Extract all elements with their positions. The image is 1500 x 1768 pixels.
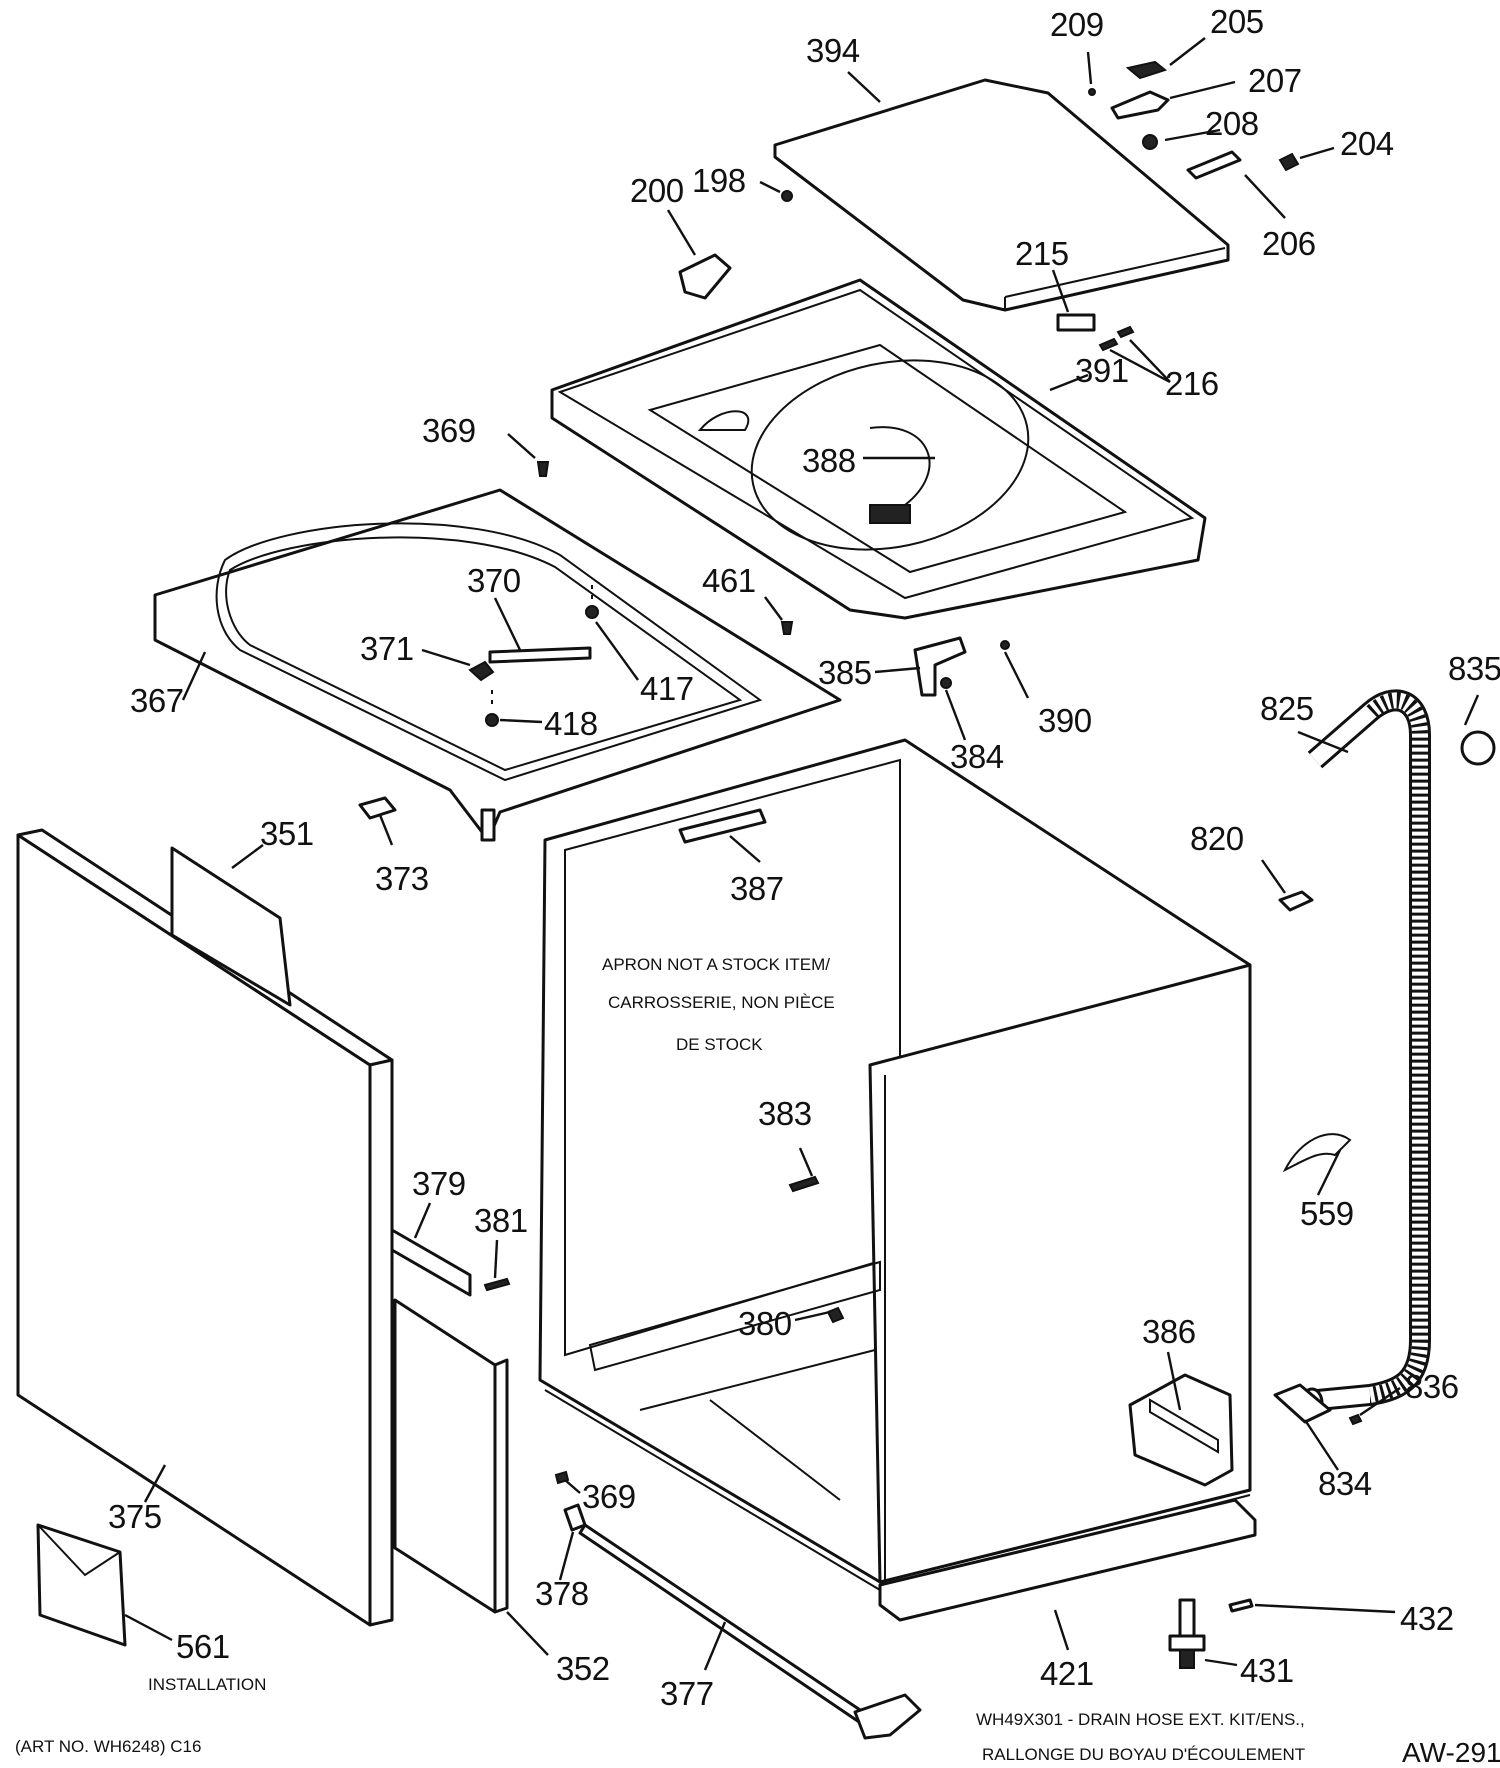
lower-panel-part-352: [393, 1298, 509, 1614]
screw-part-381: [483, 1277, 511, 1292]
screw-part-836: [1348, 1413, 1363, 1426]
clip-part-373: [358, 796, 397, 820]
label-385: 385: [818, 654, 872, 691]
label-380: 380: [738, 1305, 792, 1342]
label-216: 216: [1165, 365, 1219, 402]
label-386: 386: [1142, 1313, 1196, 1350]
clip-part-380: [826, 1306, 845, 1324]
label-207: 207: [1248, 62, 1302, 99]
label-200: 200: [630, 172, 684, 209]
label-835: 835: [1448, 650, 1500, 687]
label-559: 559: [1300, 1195, 1354, 1232]
leader-lines: [124, 37, 1480, 1671]
lid-part-394: [773, 78, 1230, 312]
label-388: 388: [802, 442, 856, 479]
label-834: 834: [1318, 1465, 1372, 1502]
label-377: 377: [660, 1675, 714, 1712]
label-384: 384: [950, 738, 1004, 775]
label-215: 215: [1015, 235, 1069, 272]
label-461: 461: [702, 562, 756, 599]
pin-part-432: [1228, 1598, 1254, 1613]
clip-part-383: [788, 1175, 820, 1193]
figure-code: AW-291: [1402, 1737, 1500, 1768]
strap-part-559: [1282, 1133, 1352, 1173]
leg-part-431: [1168, 1598, 1206, 1669]
label-379: 379: [412, 1165, 466, 1202]
label-390: 390: [1038, 702, 1092, 739]
lid-switch-part-215: [1056, 313, 1096, 332]
label-209: 209: [1050, 6, 1104, 43]
center-hardware-parts: [468, 585, 599, 727]
panel-part-351: [170, 846, 292, 1007]
label-387: 387: [730, 870, 784, 907]
kit-note-line-2: RALLONGE DU BOYAU D'ÉCOULEMENT: [982, 1745, 1305, 1764]
label-369-bottom: 369: [582, 1478, 636, 1515]
hose-clamp-part-835: [1460, 730, 1496, 766]
screws-part-216: [1098, 325, 1135, 352]
label-367: 367: [130, 682, 184, 719]
label-206: 206: [1262, 225, 1316, 262]
label-418: 418: [544, 705, 598, 742]
label-431: 431: [1240, 1652, 1294, 1689]
bracket-part-387: [678, 808, 767, 844]
installation-sheet-part-561: [36, 1523, 127, 1647]
label-352: 352: [556, 1650, 610, 1687]
part-labels: 394 209 205 207 208 204 206 200 198 215 …: [108, 3, 1500, 1712]
apron-note-line-1: APRON NOT A STOCK ITEM/: [602, 955, 830, 974]
kit-note-line-1: WH49X301 - DRAIN HOSE EXT. KIT/ENS.,: [976, 1710, 1305, 1729]
label-204: 204: [1340, 125, 1394, 162]
label-383: 383: [758, 1095, 812, 1132]
label-369-top: 369: [422, 412, 476, 449]
panel-rail-386: [1149, 1398, 1219, 1454]
label-205: 205: [1210, 3, 1264, 40]
label-432: 432: [1400, 1600, 1454, 1637]
drain-hose-part-825: [1300, 689, 1431, 1419]
lid-hinge-parts: [781, 60, 1300, 202]
label-417: 417: [640, 670, 694, 707]
label-391: 391: [1075, 352, 1129, 389]
screw-part-461: [780, 621, 794, 635]
lid-bumper-part-200: [678, 253, 732, 300]
apron-note-line-3: DE STOCK: [676, 1035, 763, 1054]
rod-end-377: [853, 1693, 922, 1740]
apron-cabinet: [538, 738, 1252, 1592]
label-825: 825: [1260, 690, 1314, 727]
label-370: 370: [467, 562, 521, 599]
screw-part-369: [536, 461, 550, 477]
label-394: 394: [806, 32, 860, 69]
clip-part-820: [1278, 890, 1314, 912]
label-820: 820: [1190, 820, 1244, 857]
label-351: 351: [260, 815, 314, 852]
top-cover-part-391: [550, 278, 1207, 620]
screw-part-390: [1000, 640, 1010, 650]
clamp-part-834: [1273, 1383, 1332, 1424]
top-frame-part-367: [153, 488, 842, 842]
label-373: 373: [375, 860, 429, 897]
label-198: 198: [692, 162, 746, 199]
bracket-part-385: [913, 636, 967, 697]
art-number: (ART NO. WH6248) C16: [15, 1737, 201, 1756]
screw-part-384: [940, 677, 952, 689]
rail-part-379: [390, 1228, 472, 1297]
label-371: 371: [360, 630, 414, 667]
label-421: 421: [1040, 1655, 1094, 1692]
label-208: 208: [1205, 105, 1259, 142]
apron-note: APRON NOT A STOCK ITEM/ CARROSSERIE, NON…: [602, 955, 835, 1054]
label-836: 836: [1405, 1368, 1459, 1405]
rod-part-377: [578, 1523, 877, 1730]
label-378: 378: [535, 1575, 589, 1612]
label-561: 561: [176, 1628, 230, 1665]
apron-note-line-2: CARROSSERIE, NON PIÈCE: [608, 993, 835, 1012]
base-part-421: [878, 1498, 1257, 1622]
installation-note: INSTALLATION: [148, 1675, 266, 1694]
label-381: 381: [474, 1202, 528, 1239]
label-375: 375: [108, 1498, 162, 1535]
